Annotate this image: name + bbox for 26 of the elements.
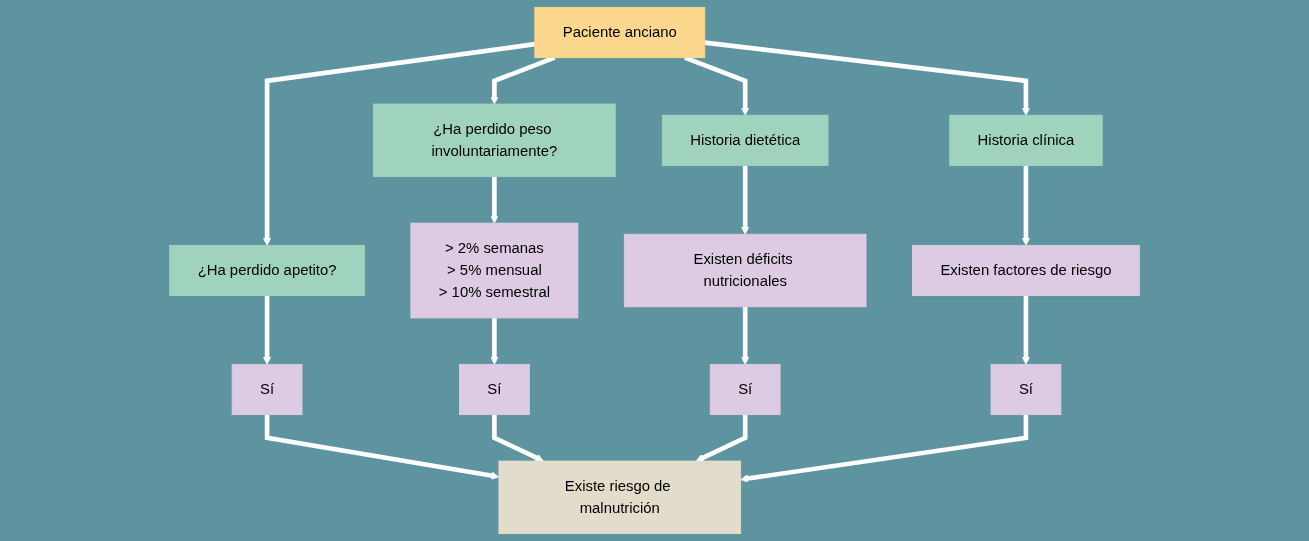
node-box: ¿Ha perdido peso involuntariamente? bbox=[373, 103, 616, 178]
node-box: Sí bbox=[709, 363, 781, 416]
arrow bbox=[490, 317, 499, 365]
node-box: Sí bbox=[231, 363, 303, 416]
node-box: Historia clínica bbox=[949, 114, 1103, 166]
node-box: Sí bbox=[458, 363, 530, 416]
arrow bbox=[704, 40, 1030, 116]
arrow bbox=[1021, 165, 1030, 246]
arrow bbox=[491, 414, 544, 462]
arrow bbox=[262, 295, 272, 365]
node-box: > 2% semanas > 5% mensual > 10% semestral bbox=[410, 222, 579, 319]
node-box: Existen factores de riesgo bbox=[911, 244, 1140, 297]
node-box: Sí bbox=[990, 363, 1062, 416]
arrow bbox=[264, 414, 500, 480]
node-box: Existe riesgo de malnutrición bbox=[498, 460, 741, 535]
arrow bbox=[1021, 295, 1030, 365]
node-box: ¿Ha perdido apetito? bbox=[169, 244, 365, 297]
arrow bbox=[741, 165, 750, 235]
arrow bbox=[740, 414, 1029, 483]
arrow bbox=[741, 306, 750, 365]
node-box: Existen déficits nutricionales bbox=[623, 233, 867, 308]
arrow bbox=[695, 414, 748, 462]
arrow bbox=[490, 176, 499, 224]
node-box: Paciente anciano bbox=[534, 6, 706, 59]
node-box: Historia dietética bbox=[661, 114, 829, 166]
arrow bbox=[262, 41, 536, 246]
